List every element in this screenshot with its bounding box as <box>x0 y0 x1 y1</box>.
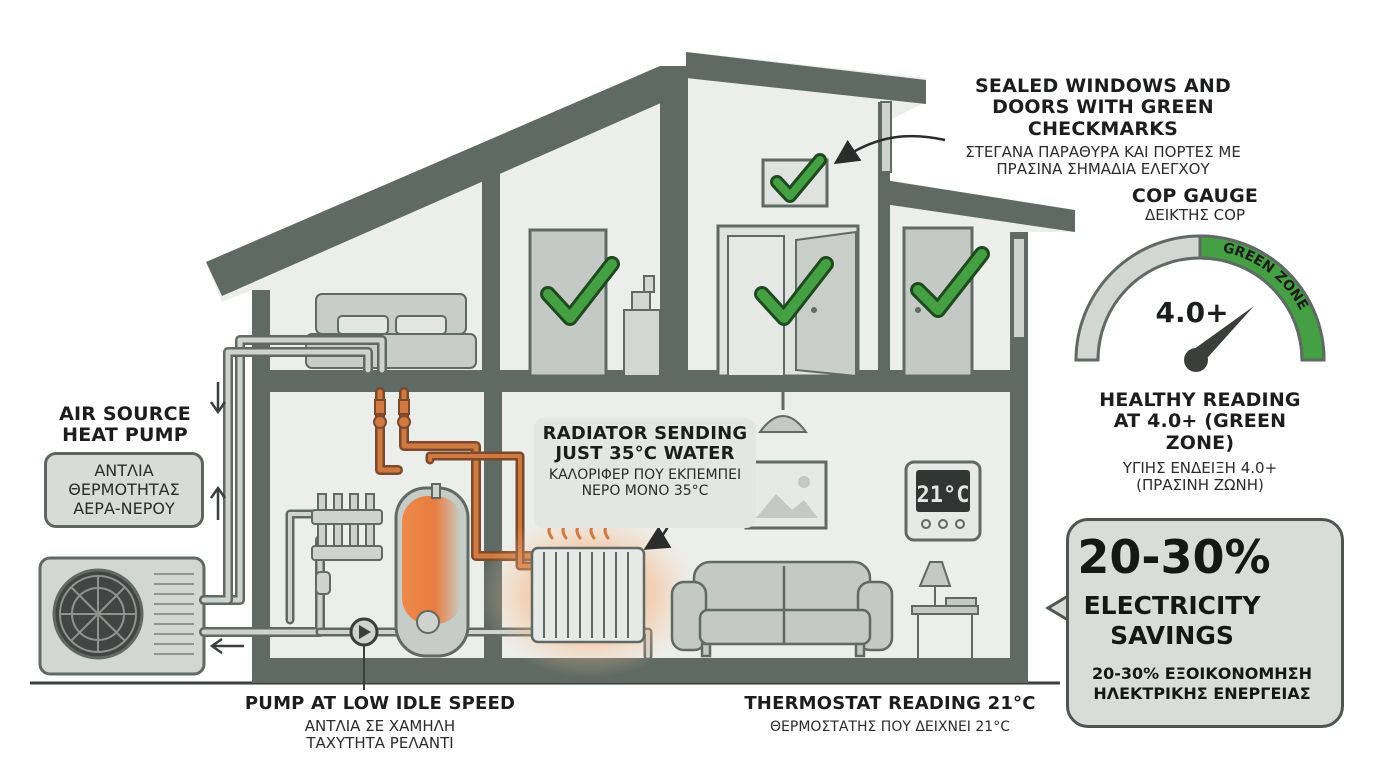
windows-label-en: SEALED WINDOWS AND DOORS WITH GREEN CHEC… <box>975 75 1231 140</box>
heat-pump-greek-bubble: ΑΝΤΛΙΑ ΘΕΡΜΟΤΗΤΑΣ ΑΕΡΑ-ΝΕΡΟΥ <box>44 452 204 528</box>
flow-arrows <box>209 382 244 655</box>
radiator-label-box <box>534 418 756 528</box>
heat-pump-unit <box>38 556 206 676</box>
sealed-double-door <box>716 224 860 378</box>
thermostat-label-en: THERMOSTAT READING 21°C <box>744 693 1036 714</box>
windows-label-el: ΣΤΕΓΑΝΑ ΠΑΡΑΘΥΡΑ ΚΑΙ ΠΟΡΤΕΣ ΜΕ ΠΡΑΣΙΝΑ Σ… <box>965 142 1241 178</box>
thermostat-display: 21°C <box>917 483 970 508</box>
cop-gauge-label: COP GAUGE ΔΕΙΚΤΗΣ COP <box>1110 185 1280 225</box>
sealed-door-right <box>902 226 974 378</box>
valves <box>373 399 411 429</box>
pump-label-en: PUMP AT LOW IDLE SPEED <box>244 693 516 714</box>
radiator <box>530 546 646 644</box>
pump-label-el: ΑΝΤΛΙΑ ΣΕ ΧΑΜΗΛΗ ΤΑΧΥΤΗΤΑ ΡΕΛΑΝΤΙ <box>304 717 456 752</box>
savings-pointer <box>1045 594 1069 622</box>
savings-greek: 20-30% ΕΞΟΙΚΟΝΟΜΗΣΗ ΗΛΕΚΤΡΙΚΗΣ ΕΝΕΡΓΕΙΑΣ <box>1092 664 1312 703</box>
cop-gauge-label-el: ΔΕΙΚΤΗΣ COP <box>1144 206 1245 225</box>
green-check-icon <box>540 153 990 326</box>
radiator-label-en: RADIATOR SENDING JUST 35°C WATER <box>542 423 748 465</box>
circulation-pump-icon <box>349 617 379 690</box>
sofa <box>670 560 894 658</box>
thermostat-device <box>904 460 982 542</box>
savings-line2: SAVINGS <box>1110 621 1234 650</box>
thermostat-label-el: ΘΕΡΜΟΣΤΑΤΗΣ ΠΟΥ ΔΕΙΧΝΕΙ 21°C <box>770 719 1010 736</box>
ceiling-lamp <box>758 392 808 433</box>
sealed-door-1 <box>528 228 608 378</box>
pump-label: PUMP AT LOW IDLE SPEED ΑΝΤΛΙΑ ΣΕ ΧΑΜΗΛΗ … <box>240 693 520 752</box>
savings-big: 20-30% <box>1077 530 1271 584</box>
thermostat-label: THERMOSTAT READING 21°C ΘΕΡΜΟΣΤΑΤΗΣ ΠΟΥ … <box>740 693 1040 736</box>
healthy-reading-el: ΥΓΙΗΣ ΕΝΔΕΙΞΗ 4.0+ (ΠΡΑΣΙΝΗ ΖΩΝΗ) <box>1122 458 1278 494</box>
wall-picture <box>744 460 828 530</box>
manifold <box>311 493 383 595</box>
heat-pump-label-en: AIR SOURCE HEAT PUMP <box>59 403 191 447</box>
cabinet <box>623 275 661 377</box>
healthy-reading-en: HEALTHY READING AT 4.0+ (GREEN ZONE) <box>1099 389 1301 454</box>
hot-water-tank <box>394 483 470 658</box>
savings-panel <box>1066 518 1344 728</box>
heat-pump-label-el: ΑΝΤΛΙΑ ΘΕΡΜΟΤΗΤΑΣ ΑΕΡΑ-ΝΕΡΟΥ <box>68 461 180 519</box>
healthy-reading-label: HEALTHY READING AT 4.0+ (GREEN ZONE) ΥΓΙ… <box>1086 389 1314 494</box>
bed <box>305 293 477 369</box>
windows-label: SEALED WINDOWS AND DOORS WITH GREEN CHEC… <box>938 75 1268 178</box>
side-table <box>911 561 979 658</box>
heat-pump-label: AIR SOURCE HEAT PUMP <box>40 403 210 447</box>
radiator-label: RADIATOR SENDING JUST 35°C WATER ΚΑΛΟΡΙΦ… <box>536 423 754 500</box>
savings-line1: ELECTRICITY <box>1083 591 1261 620</box>
cop-gauge-label-en: COP GAUGE <box>1131 185 1259 207</box>
cop-value: 4.0+ <box>1155 296 1228 329</box>
windows-callout-arrow <box>833 134 946 165</box>
radiator-label-el: ΚΑΛΟΡΙΦΕΡ ΠΟΥ ΕΚΠΕΜΠΕΙ ΝΕΡΟ ΜΟΝΟ 35°C <box>548 467 742 499</box>
